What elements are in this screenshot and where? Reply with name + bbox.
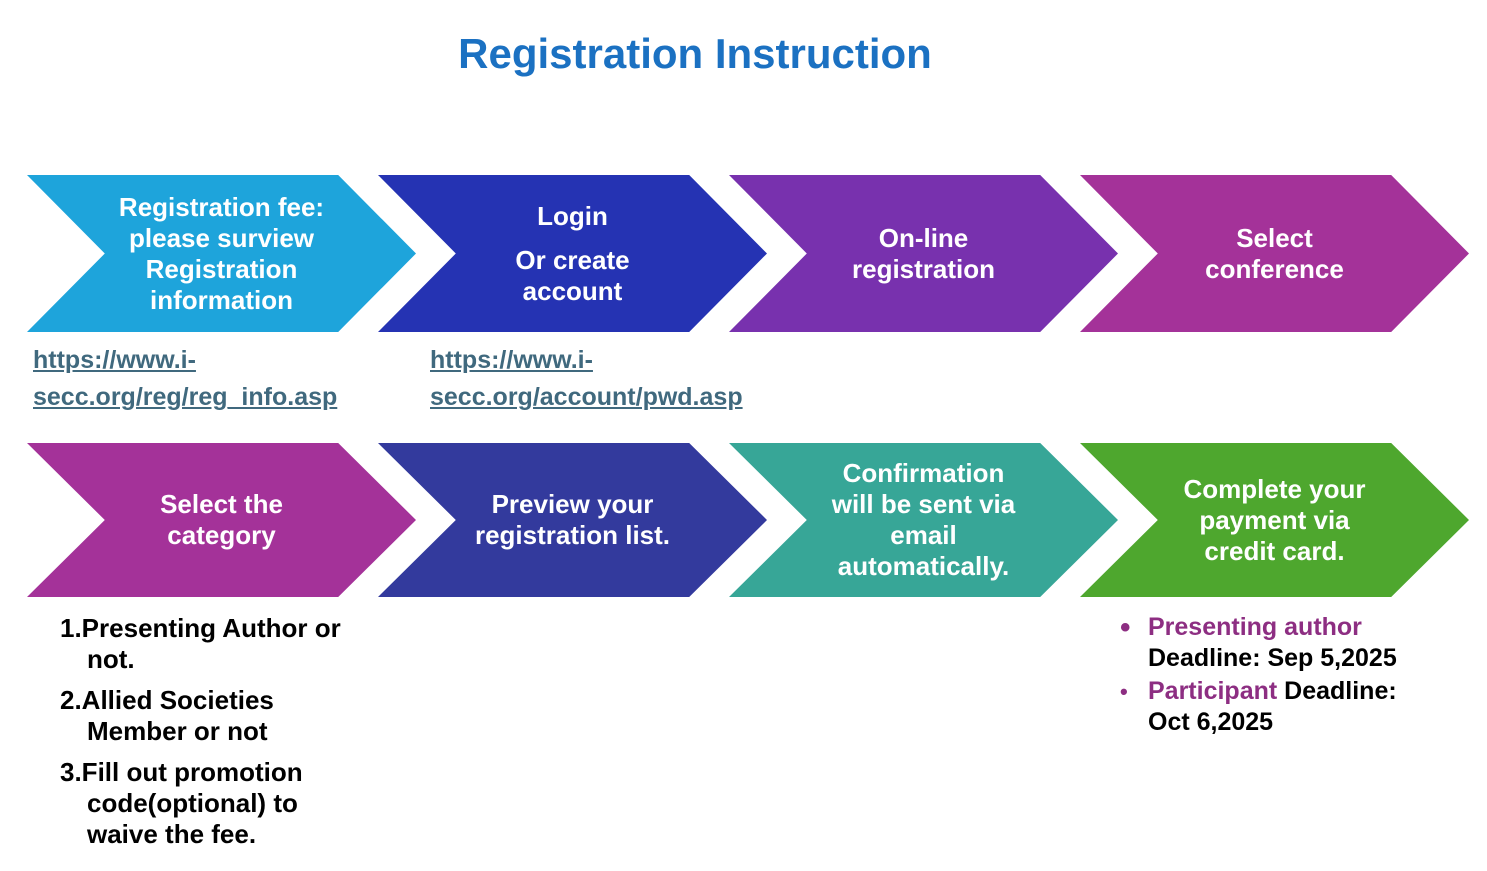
step-6-label: Preview your registration list. <box>474 489 671 550</box>
step-chevron-6: Preview your registration list. <box>378 443 767 597</box>
step-chevron-3: On-line registration <box>729 175 1118 332</box>
note-item-3: 3.Fill out promotion code(optional) to w… <box>60 757 303 849</box>
deadline-date-1: Deadline: Sep 5,2025 <box>1148 644 1397 672</box>
deadline-date-2: Deadline: Oct 6,2025 <box>1148 677 1397 736</box>
step-chevron-8: Complete your payment via credit card. <box>1080 443 1469 597</box>
step-8-label: Complete your payment via credit card. <box>1183 473 1366 566</box>
step-2-label: Login <box>537 200 608 231</box>
step-1-label: Registration fee: please surview Registr… <box>118 191 325 315</box>
bullet-icon: • <box>1120 611 1131 644</box>
deadline-text-2: Participant Deadline: Oct 6,2025 <box>1148 676 1438 738</box>
deadline-highlight-2: Participant <box>1148 677 1278 705</box>
account-pwd-link[interactable]: https://www.i- secc.org/account/pwd.asp <box>430 346 743 411</box>
step-3-label: On-line registration <box>851 222 996 284</box>
step-7-label: Confirmation will be sent via email auto… <box>831 458 1016 581</box>
reg-info-link[interactable]: https://www.i- secc.org/reg/reg_info.asp <box>33 346 338 411</box>
bullet-icon: • <box>1120 679 1128 704</box>
step-4-label: Select conference <box>1205 222 1344 284</box>
deadline-item-2: • Participant Deadline: Oct 6,2025 <box>1120 676 1442 738</box>
step-chevron-4: Select conference <box>1080 175 1469 332</box>
category-notes: 1.Presenting Author or not. 2.Allied Soc… <box>60 613 376 860</box>
page-title: Registration Instruction <box>458 30 932 77</box>
step-5-label: Select the category <box>160 489 283 550</box>
step-2-sublabel: Or create account <box>515 244 630 306</box>
deadline-highlight-1: Presenting author <box>1148 613 1362 641</box>
step-chevron-2: Login Or create account <box>378 175 767 332</box>
step-chevron-1: Registration fee: please surview Registr… <box>27 175 416 332</box>
step-chevron-7: Confirmation will be sent via email auto… <box>729 443 1118 597</box>
note-item-1: 1.Presenting Author or not. <box>60 613 341 674</box>
step-chevron-5: Select the category <box>27 443 416 597</box>
note-item-2: 2.Allied Societies Member or not <box>60 685 274 746</box>
